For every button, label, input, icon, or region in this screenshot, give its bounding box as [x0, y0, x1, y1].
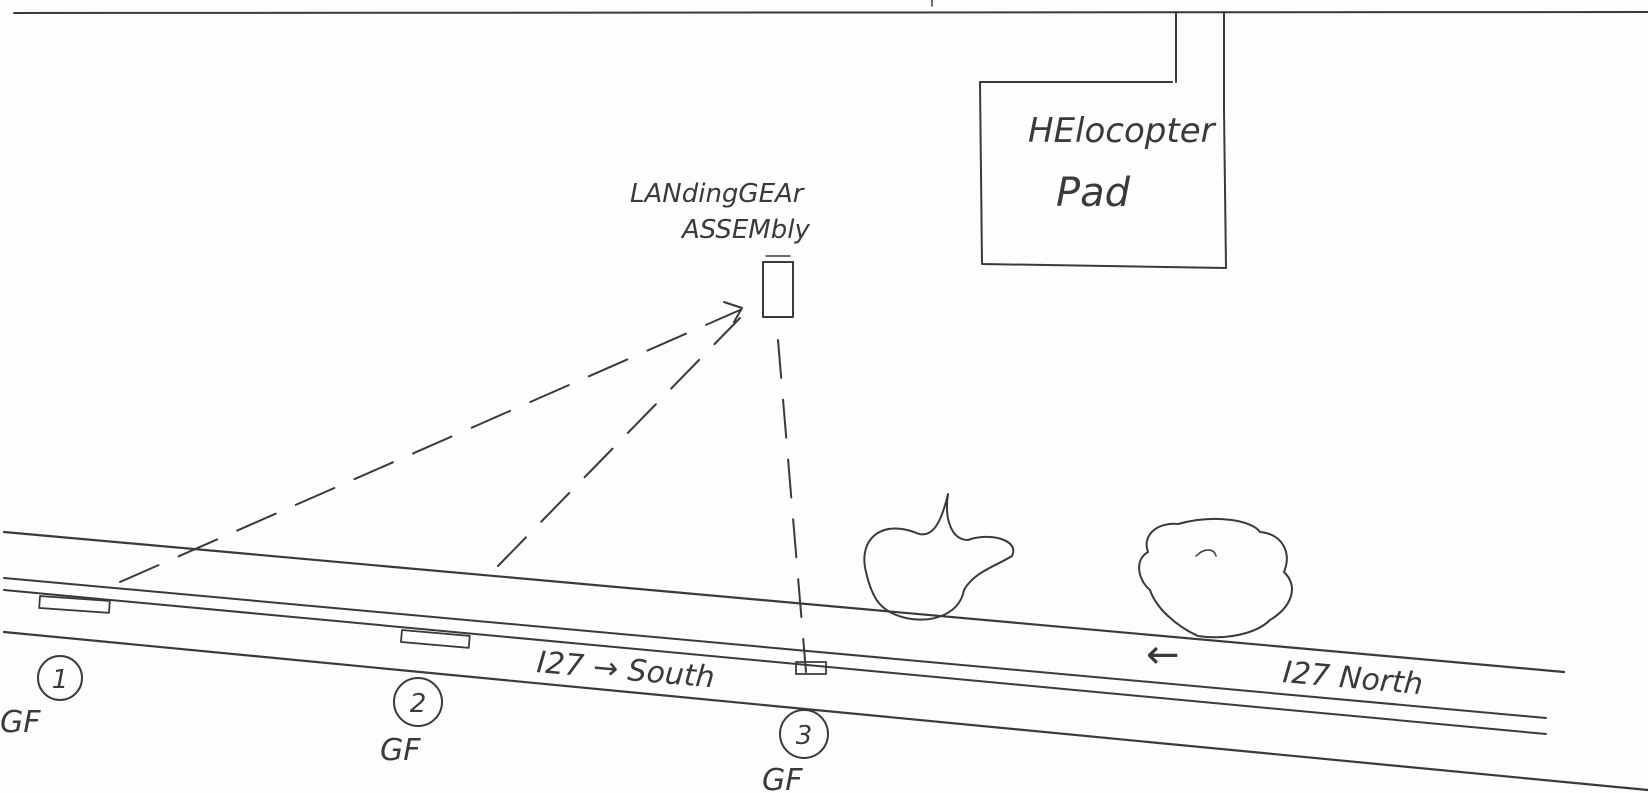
marker-3-tag: GF [762, 763, 803, 793]
marker-1-tag: GF [0, 705, 41, 740]
bush-detail-mark [1195, 549, 1217, 557]
marker-2-tag: GF [380, 733, 421, 768]
marker-1: 1 GF [0, 655, 83, 740]
dashed-line-to-marker-2 [497, 317, 741, 567]
debris-item-1 [38, 595, 111, 614]
helicopter-pad-label-line1: HElocopter [1028, 111, 1217, 151]
debris-item-3 [795, 661, 827, 675]
bush-icon [1138, 518, 1293, 639]
landing-gear-label-line2: ASSEMbly [680, 215, 810, 245]
road-edge-lower [2, 630, 1648, 792]
marker-3: 3 GF [762, 709, 829, 793]
landing-gear-marker [762, 261, 794, 318]
highway: I27 → South I27 North ← [2, 530, 1648, 792]
marker-2: 2 GF [380, 677, 443, 768]
landing-gear-label-line1: LANdingGEAr [630, 179, 806, 209]
debris-items [38, 595, 827, 675]
north-direction-arrow-icon: ← [1146, 632, 1180, 678]
helicopter-pad-label-line2: Pad [1056, 170, 1131, 216]
marker-3-circle [779, 709, 829, 759]
dashed-line-to-marker-3 [777, 339, 807, 673]
road-lane-line-2 [3, 589, 1547, 735]
marker-2-circle [393, 677, 443, 727]
marker-3-number: 3 [796, 721, 813, 751]
measurement-lines [119, 301, 807, 673]
bush-icon [863, 493, 1015, 621]
helicopter-pad: HElocopter Pad [979, 11, 1227, 269]
landing-gear-assembly: LANdingGEAr ASSEMbly [630, 179, 810, 318]
dashed-line-to-marker-1 [119, 309, 741, 583]
debris-item-2 [400, 629, 471, 649]
marker-1-number: 1 [52, 665, 69, 695]
marker-1-circle [37, 655, 83, 701]
road-lane-line-1 [3, 577, 1547, 719]
top-boundary-line [13, 11, 1648, 14]
arrowhead-icon [723, 301, 743, 323]
road-south-label: I27 → South [535, 645, 716, 695]
marker-2-number: 2 [410, 689, 427, 719]
helicopter-pad-box [979, 81, 1227, 269]
road-edge-upper [2, 530, 1566, 674]
